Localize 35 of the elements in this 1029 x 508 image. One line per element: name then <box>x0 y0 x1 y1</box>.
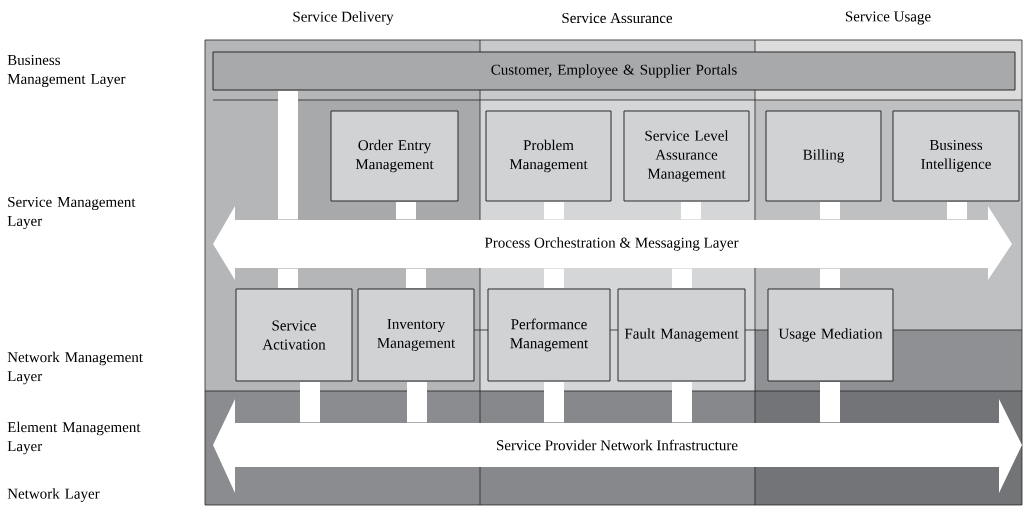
connector-line <box>544 268 564 288</box>
column-header: Service Delivery <box>293 11 394 25</box>
process-box: Usage Mediation <box>767 288 894 382</box>
connector-line <box>544 202 564 220</box>
connector-line <box>406 268 426 288</box>
layer-label: Element Management Layer <box>7 421 141 455</box>
connector-line <box>407 382 427 423</box>
connector-line <box>396 202 416 220</box>
process-box: Performance Management <box>487 288 611 382</box>
connector-line <box>820 202 840 220</box>
connector-line <box>672 382 692 423</box>
connector-line <box>820 268 840 288</box>
layer-label: Service Management Layer <box>7 196 136 230</box>
layer-label: Business Management Layer <box>7 54 126 88</box>
process-box: Fault Management <box>617 288 746 382</box>
connector-line <box>947 202 967 220</box>
process-box: Business Intelligence <box>892 110 1020 202</box>
connector-line <box>672 268 692 288</box>
connector-line <box>681 202 701 220</box>
column-header: Service Assurance <box>562 12 673 24</box>
portal-bar: Customer, Employee & Supplier Portals <box>212 51 1016 91</box>
connector-line <box>278 91 298 220</box>
column-header: Service Usage <box>845 11 931 25</box>
connector-line <box>820 382 840 423</box>
layer-label: Network Management Layer <box>7 351 143 385</box>
connector-line <box>544 382 564 423</box>
process-box: Inventory Management <box>357 288 475 382</box>
process-box: Order Entry Management <box>330 110 459 202</box>
connector-line <box>300 382 320 423</box>
process-box: Problem Management <box>485 110 612 202</box>
connector-line <box>278 268 298 288</box>
process-box: Service Level Assurance Management <box>623 110 750 202</box>
layer-label: Network Layer <box>7 488 100 502</box>
process-box: Billing <box>765 110 882 202</box>
process-box: Service Activation <box>235 288 353 382</box>
